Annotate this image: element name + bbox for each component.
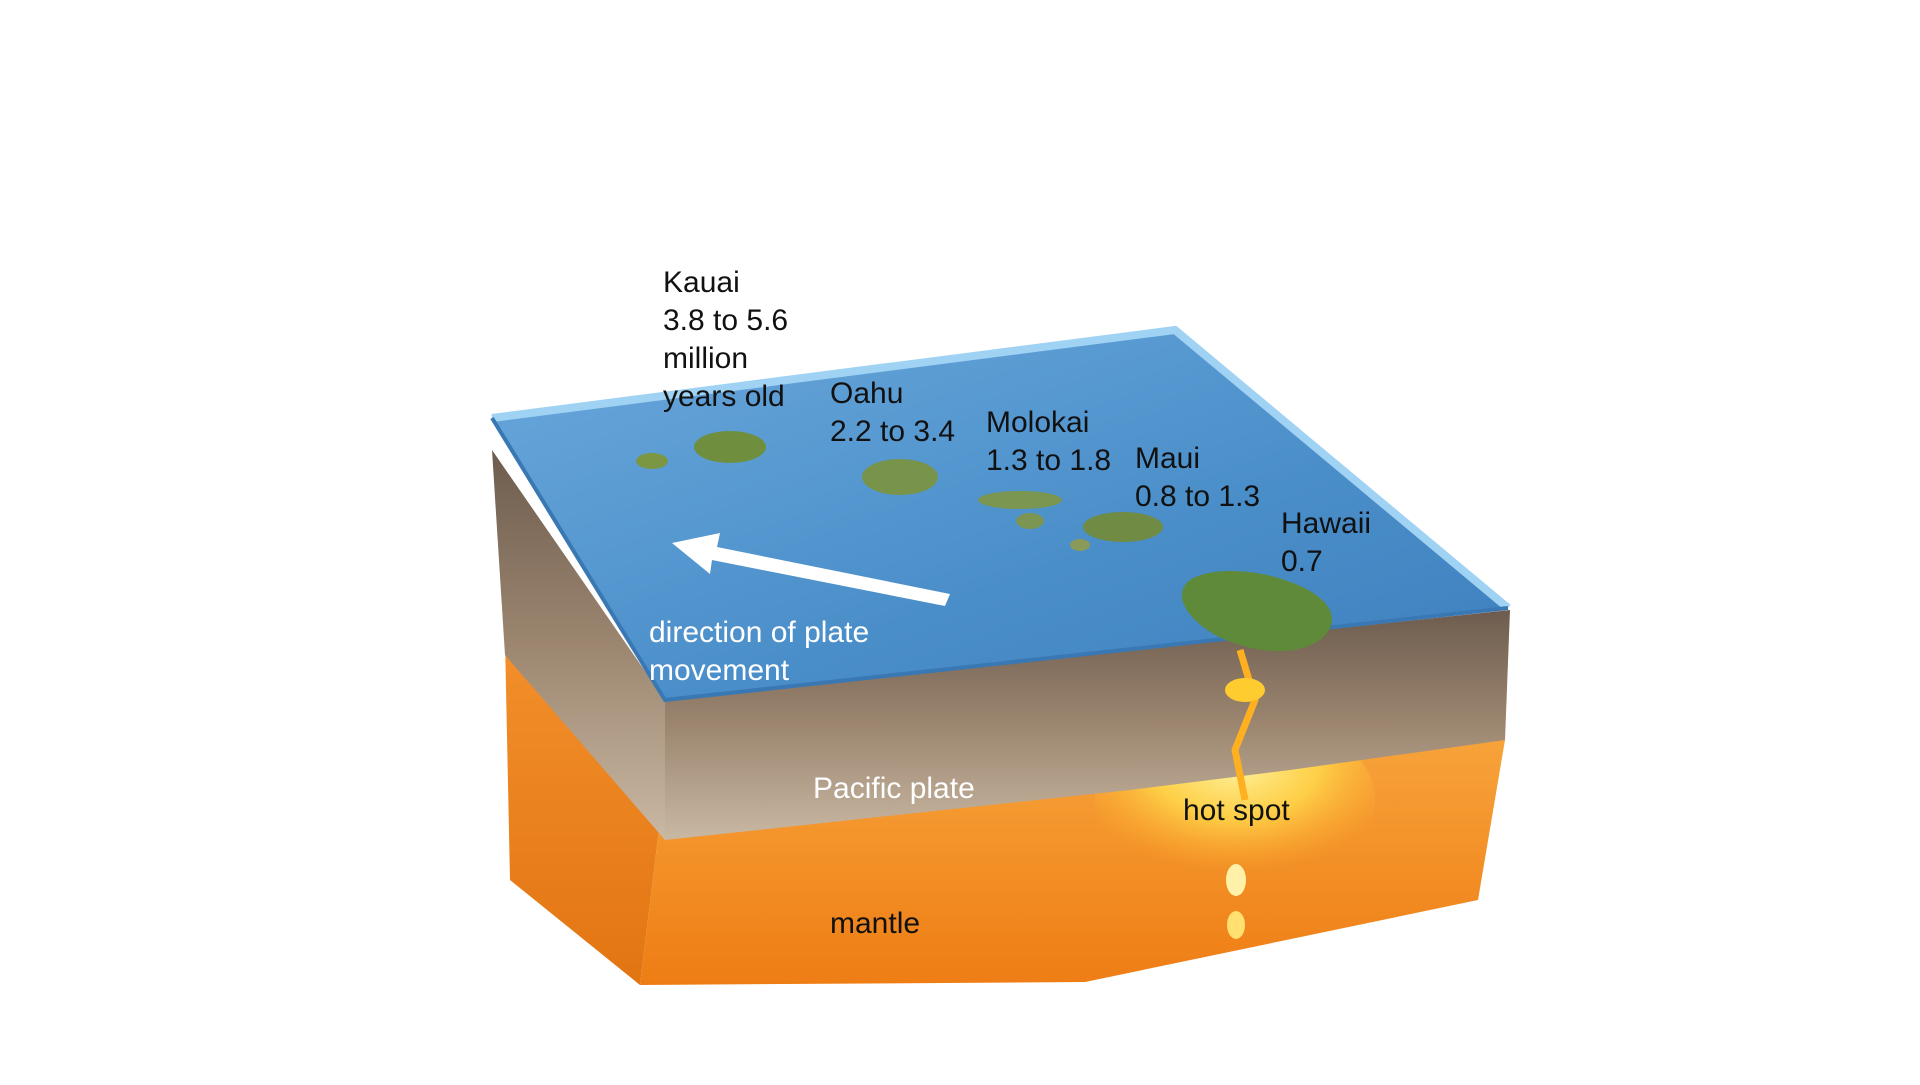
molokai-island xyxy=(978,491,1062,509)
crust-left-face xyxy=(492,450,665,840)
maui-name: Maui xyxy=(1135,442,1201,475)
hawaii-label: Hawaii 0.7 xyxy=(1281,505,1371,581)
direction-line1: direction of plate xyxy=(649,616,870,649)
lanai-island xyxy=(1016,513,1044,529)
oahu-label: Oahu 2.2 to 3.4 xyxy=(830,375,955,451)
direction-line2: movement xyxy=(649,654,790,687)
kahoolawe-island xyxy=(1070,539,1090,551)
oahu-name: Oahu xyxy=(830,377,904,410)
kauai-label: Kauai 3.8 to 5.6 million years old xyxy=(663,264,788,416)
kauai-age-line3: years old xyxy=(663,380,785,413)
magma-conduit xyxy=(1231,648,1259,801)
plume-blob xyxy=(1226,864,1246,896)
hot-spot-label: hot spot xyxy=(1183,794,1290,827)
oahu-island xyxy=(862,459,938,495)
kauai-age-line2: million xyxy=(663,342,749,375)
magma-chamber xyxy=(1225,678,1265,702)
kauai-age-line1: 3.8 to 5.6 xyxy=(663,304,789,337)
kauai-name: Kauai xyxy=(663,266,740,299)
plate-movement-arrow xyxy=(672,533,950,606)
hawaii-name: Hawaii xyxy=(1281,507,1372,540)
plume-blob xyxy=(1227,911,1245,939)
mantle-left-face xyxy=(505,640,665,985)
ocean-edge xyxy=(491,325,1511,612)
maui-age: 0.8 to 1.3 xyxy=(1135,480,1261,513)
maui-island xyxy=(1083,512,1163,542)
oahu-age: 2.2 to 3.4 xyxy=(830,415,956,448)
niihau-island xyxy=(636,453,668,469)
molokai-label: Molokai 1.3 to 1.8 xyxy=(986,404,1111,480)
hawaii-age: 0.7 xyxy=(1281,545,1323,578)
molokai-name: Molokai xyxy=(986,406,1090,439)
crust-front-face xyxy=(665,610,1510,840)
direction-label: direction of plate movement xyxy=(649,614,869,690)
maui-label: Maui 0.8 to 1.3 xyxy=(1135,440,1260,516)
hawaii-island xyxy=(1181,570,1333,652)
mantle-label: mantle xyxy=(830,907,921,940)
pacific-plate-label: Pacific plate xyxy=(813,772,975,805)
molokai-age: 1.3 to 1.8 xyxy=(986,444,1112,477)
kauai-island xyxy=(694,431,766,463)
